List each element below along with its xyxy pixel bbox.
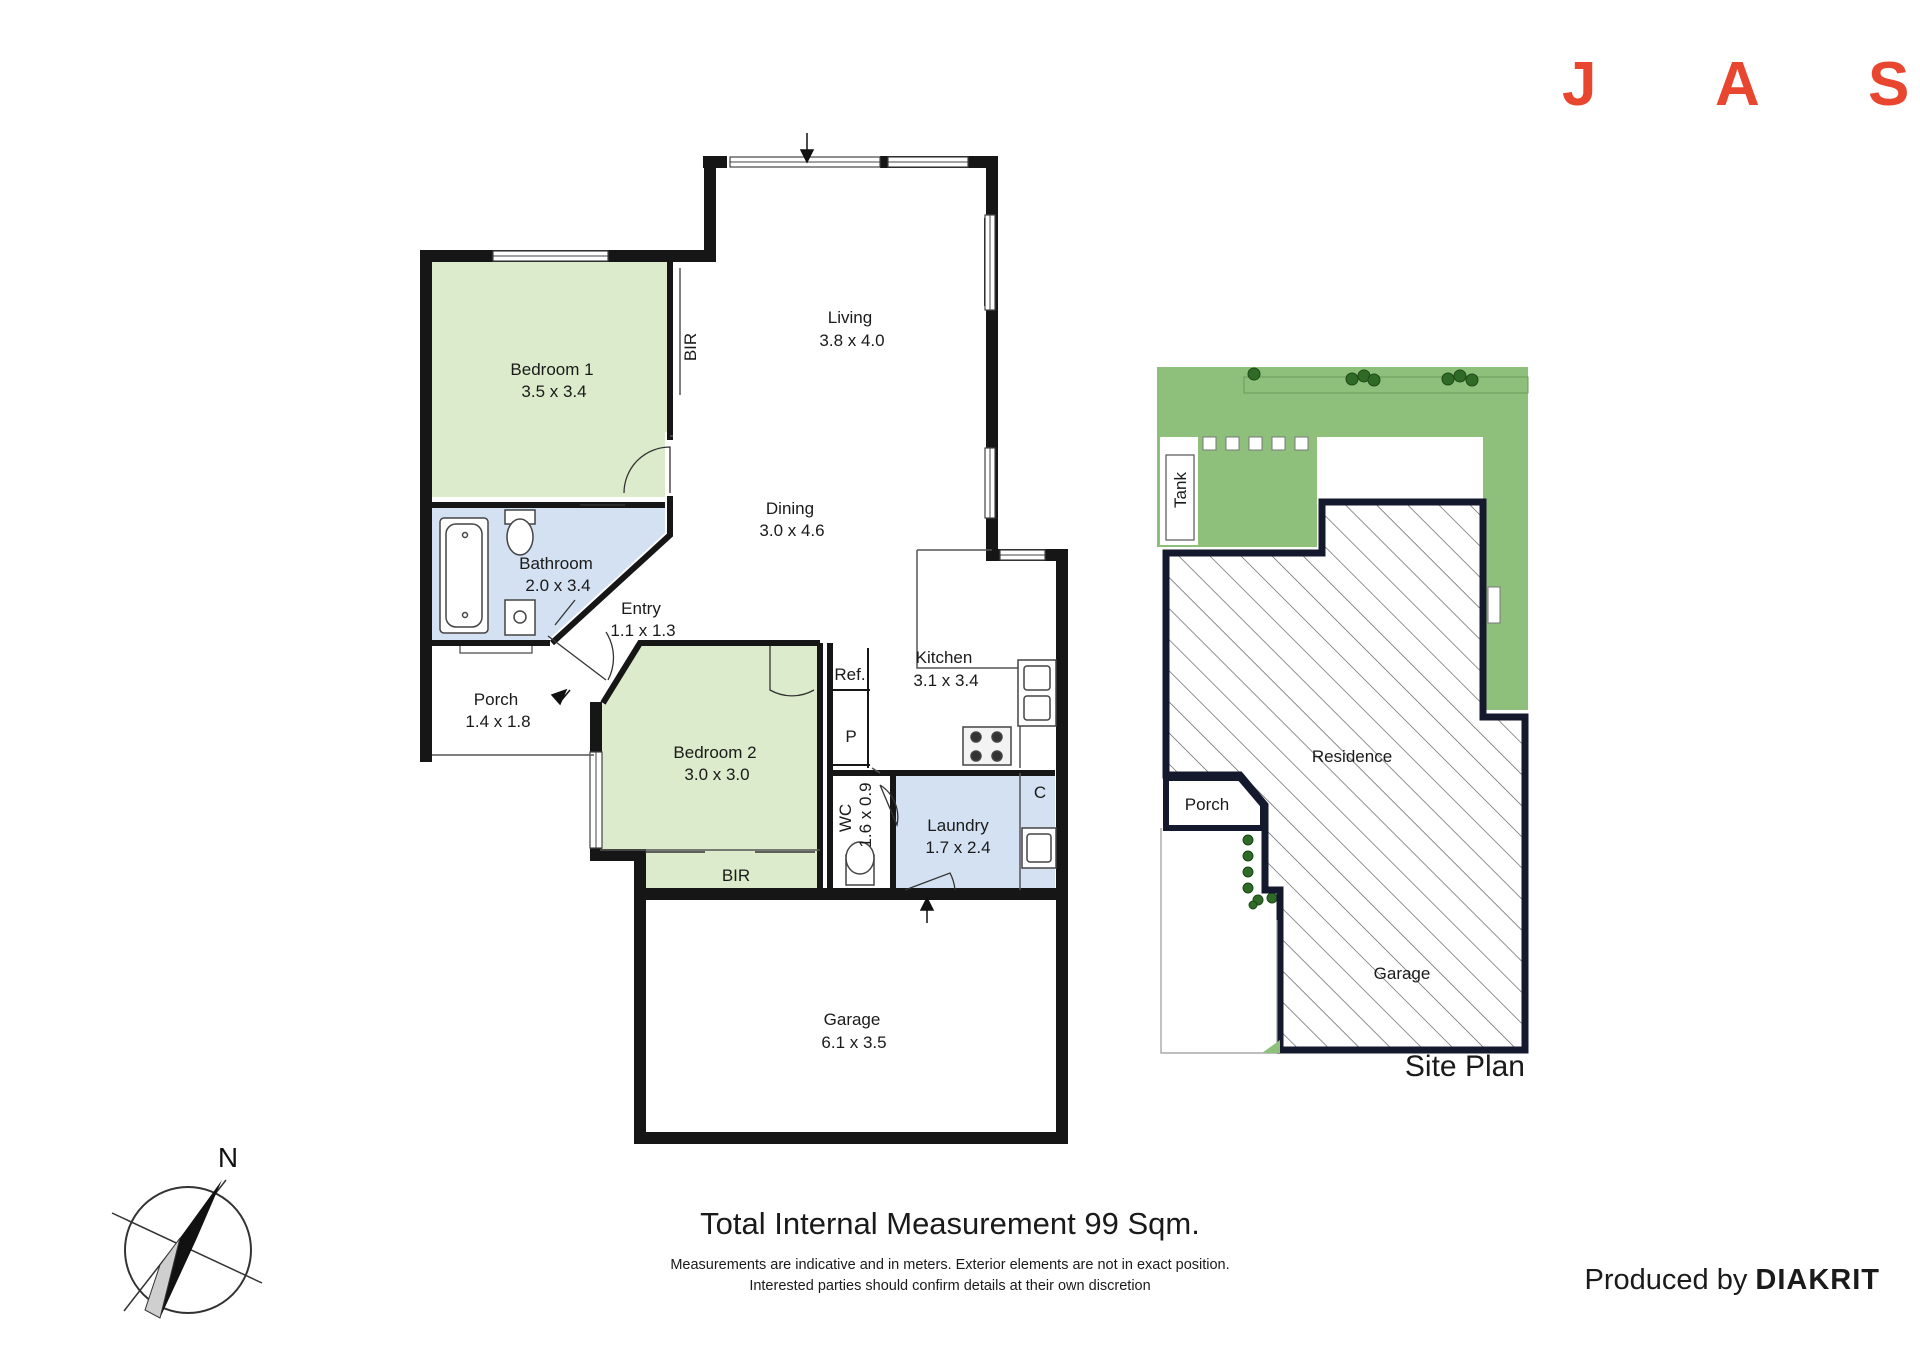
produced-brand: DIAKRIT — [1755, 1264, 1880, 1296]
door-swings — [547, 446, 956, 891]
bedroom1-fill — [432, 262, 670, 497]
brand-logo: J A S — [1555, 50, 1910, 120]
laundry-dims: 1.7 x 2.4 — [925, 838, 990, 857]
bedroom1-dims: 3.5 x 3.4 — [521, 382, 586, 401]
garage-dims: 6.1 x 3.5 — [821, 1033, 886, 1052]
porch-dims: 1.4 x 1.8 — [465, 712, 530, 731]
bedroom2-fill — [600, 642, 820, 890]
disclaimer-note: Interested parties should confirm detail… — [749, 1278, 1151, 1294]
site-garage-label: Garage — [1374, 964, 1431, 983]
entry-arrows — [550, 133, 935, 923]
ref-label: Ref. — [834, 665, 865, 684]
laundry-fixtures — [845, 827, 1057, 886]
pantry-label: P — [845, 727, 856, 746]
bathroom-dims: 2.0 x 3.4 — [525, 576, 590, 595]
cupboard-label: C — [1034, 783, 1046, 802]
entry-label: Entry — [621, 599, 661, 618]
living-dims: 3.8 x 4.0 — [819, 331, 884, 350]
bathroom-fill — [432, 508, 665, 640]
bedroom2-dims: 3.0 x 3.0 — [684, 765, 749, 784]
total-measurement: Total Internal Measurement 99 Sqm. — [700, 1206, 1200, 1241]
compass: N — [111, 1142, 263, 1319]
site-tank-label: Tank — [1171, 472, 1190, 508]
brand-letter-s: S — [1868, 50, 1910, 119]
bedroom1-label: Bedroom 1 — [510, 360, 593, 379]
kitchen-label: Kitchen — [916, 648, 973, 667]
kitchen-dims: 3.1 x 3.4 — [913, 671, 978, 690]
living-label: Living — [828, 308, 872, 327]
brand-letter-j: J — [1562, 50, 1597, 119]
dining-label: Dining — [766, 499, 814, 518]
wc-label: WC — [836, 804, 855, 832]
measurement-note: Measurements are indicative and in meter… — [670, 1257, 1230, 1273]
bir1-label: BIR — [681, 333, 700, 361]
produced-prefix: Produced by — [1584, 1264, 1756, 1296]
porch-label: Porch — [474, 690, 518, 709]
produced-by: Produced by DIAKRIT — [1580, 1264, 1880, 1297]
dining-dims: 3.0 x 4.6 — [759, 521, 824, 540]
site-plan: Tank Residence Porch Garage — [1157, 367, 1529, 1054]
bathroom-label: Bathroom — [519, 554, 593, 573]
brand-letter-a: A — [1715, 50, 1760, 119]
bir2-label: BIR — [722, 866, 750, 885]
site-plan-title: Site Plan — [1404, 1050, 1525, 1083]
bedroom2-label: Bedroom 2 — [673, 743, 756, 762]
garage-label: Garage — [824, 1010, 881, 1029]
bathroom-fixtures — [439, 509, 536, 636]
compass-north-label: N — [218, 1142, 238, 1173]
laundry-label: Laundry — [927, 816, 989, 835]
site-residence-label: Residence — [1312, 747, 1392, 766]
kitchen-fixtures — [962, 659, 1057, 766]
entry-dims: 1.1 x 1.3 — [610, 621, 675, 640]
site-lawn — [1157, 367, 1528, 710]
wc-dims: 1.6 x 0.9 — [856, 782, 875, 847]
site-porch-label: Porch — [1185, 795, 1229, 814]
